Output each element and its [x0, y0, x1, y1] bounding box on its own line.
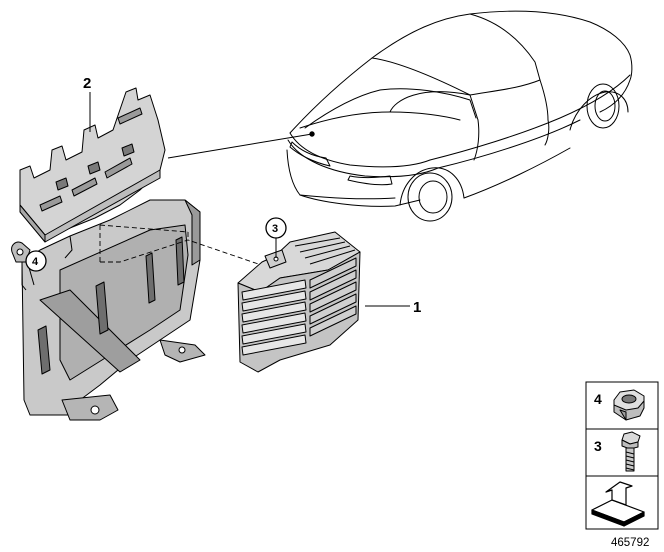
leader-line-car — [167, 133, 313, 159]
control-module-part — [237, 231, 361, 373]
diagram-number: 465792 — [611, 537, 649, 549]
callout-circle-part3: 3 — [265, 217, 287, 239]
callout-part4: 4 — [32, 256, 39, 268]
mounting-bracket-part — [11, 87, 206, 421]
hex-nut-icon — [613, 389, 645, 421]
callout-part2: 2 — [83, 75, 91, 92]
installation-arrow-icon — [591, 481, 645, 527]
legend-label-bolt: 3 — [594, 438, 602, 454]
callout-part3: 3 — [272, 223, 278, 235]
bolt-icon — [621, 431, 641, 472]
callout-part1: 1 — [413, 299, 421, 316]
parts-legend: 4 3 — [585, 381, 659, 530]
car-outline-illustration — [286, 10, 633, 222]
callout-circle-part4: 4 — [25, 250, 47, 272]
assembly-dashed-line — [99, 224, 271, 269]
legend-label-nut: 4 — [594, 391, 602, 407]
